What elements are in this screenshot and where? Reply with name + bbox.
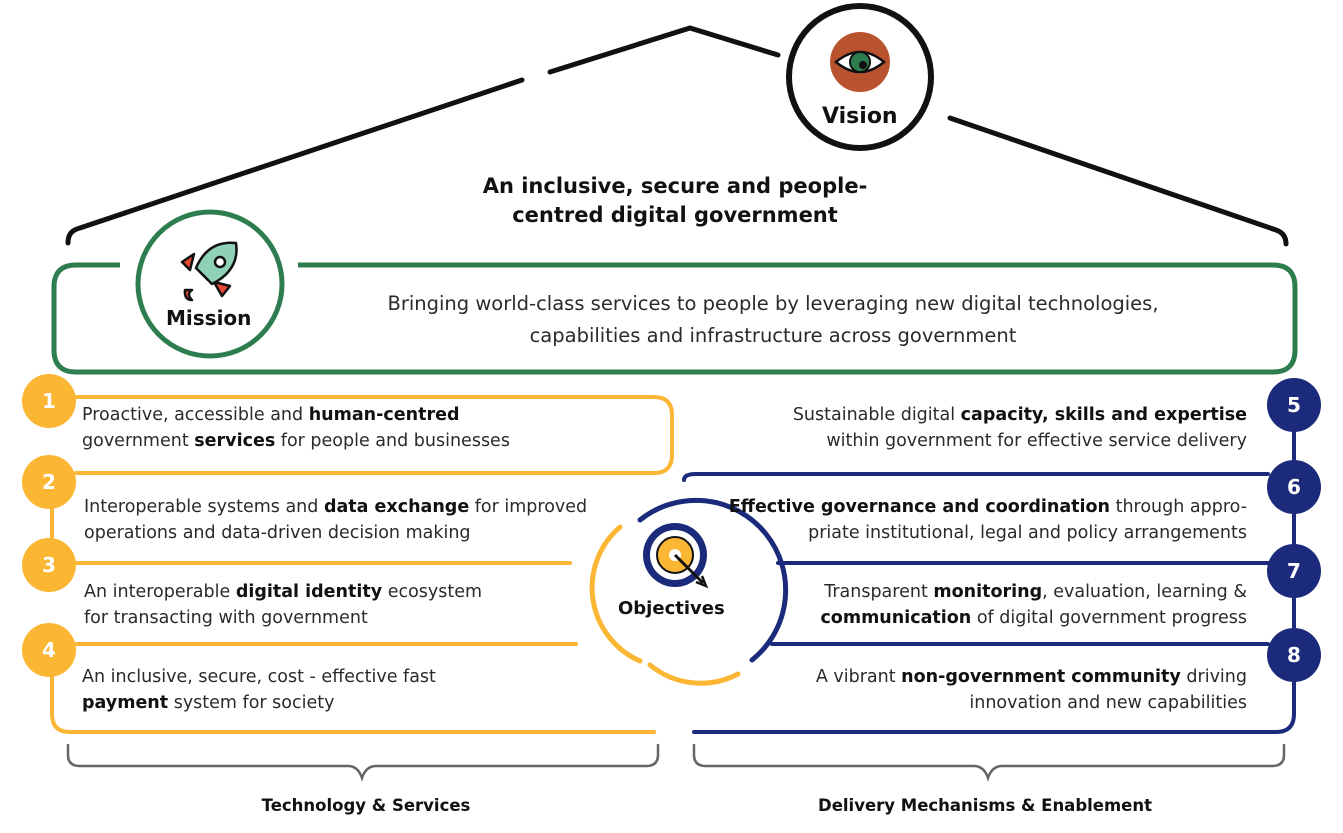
vision-statement: An inclusive, secure and people- centred… xyxy=(460,172,890,230)
objective-text-1: Proactive, accessible and human-centred … xyxy=(82,405,510,451)
right-brace xyxy=(692,743,1286,782)
objective-number-1: 1 xyxy=(22,374,76,428)
roof xyxy=(65,25,1289,247)
objective-number-6: 6 xyxy=(1267,460,1321,514)
left-brace xyxy=(66,743,660,782)
objective-number-4: 4 xyxy=(22,623,76,677)
vision-statement-line-2: centred digital government xyxy=(512,203,838,227)
rocket-icon xyxy=(180,241,238,302)
objective-text-8: A vibrant non-government community drivi… xyxy=(815,667,1247,713)
objective-text-3: An interoperable digital identity ecosys… xyxy=(84,582,483,628)
objective-text-6: Effective governance and coordination th… xyxy=(728,497,1247,543)
objectives-ring xyxy=(589,497,789,686)
target-icon xyxy=(643,523,709,589)
mission-statement: Bringing world-class services to people … xyxy=(330,288,1216,352)
objectives-label: Objectives xyxy=(618,598,725,619)
group-label-delivery: Delivery Mechanisms & Enablement xyxy=(818,796,1152,815)
eye-icon xyxy=(830,32,890,92)
left-connectors xyxy=(50,395,674,734)
right-connectors xyxy=(682,430,1296,734)
mission-statement-line-1: Bringing world-class services to people … xyxy=(387,292,1159,315)
objective-text-2: Interoperable systems and data exchange … xyxy=(84,497,588,543)
objective-text-4: An inclusive, secure, cost - effective f… xyxy=(82,667,436,713)
group-label-technology: Technology & Services xyxy=(261,796,471,815)
mission-label: Mission xyxy=(166,306,252,330)
objective-number-7: 7 xyxy=(1267,544,1321,598)
objective-number-3: 3 xyxy=(22,538,76,592)
objective-number-2: 2 xyxy=(22,455,76,509)
objective-number-5: 5 xyxy=(1267,378,1321,432)
objective-text-7: Transparent monitoring, evaluation, lear… xyxy=(820,582,1247,628)
objective-number-8: 8 xyxy=(1267,628,1321,682)
vision-label: Vision xyxy=(822,104,898,129)
mission-statement-line-2: capabilities and infrastructure across g… xyxy=(529,324,1017,347)
vision-statement-line-1: An inclusive, secure and people- xyxy=(482,174,868,198)
objective-text-5: Sustainable digital capacity, skills and… xyxy=(792,405,1247,451)
mission-frame xyxy=(51,262,1298,375)
mission-badge xyxy=(135,209,285,359)
